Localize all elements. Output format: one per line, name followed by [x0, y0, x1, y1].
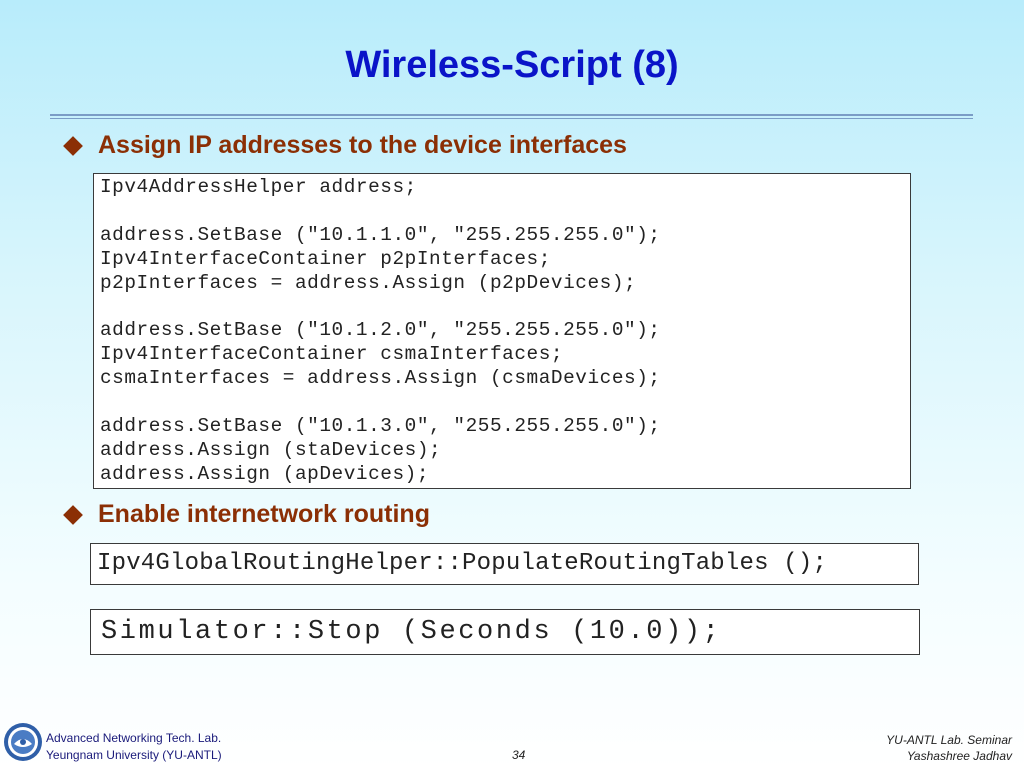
code-line: Ipv4AddressHelper address; — [100, 176, 417, 198]
bullet-assign-ip: Assign IP addresses to the device interf… — [62, 131, 627, 160]
code-line: address.SetBase ("10.1.1.0", "255.255.25… — [100, 223, 661, 246]
title-divider-thin — [50, 118, 973, 119]
code-line: ​ — [100, 296, 910, 320]
page-number: 34 — [512, 748, 526, 762]
footer-seminar: YU-ANTL Lab. Seminar — [886, 733, 1012, 747]
diamond-bullet-icon — [63, 504, 83, 525]
code-line: csmaInterfaces = address.Assign (csmaDev… — [100, 367, 661, 390]
code-block-simulator-stop: Simulator::Stop (Seconds (10.0)); — [90, 609, 920, 655]
code-line: p2pInterfaces = address.Assign (p2pDevic… — [100, 271, 637, 294]
code-line: ​ — [100, 391, 910, 415]
code-line: address.SetBase ("10.1.2.0", "255.255.25… — [100, 319, 661, 342]
footer-author: Yashashree Jadhav — [906, 749, 1012, 763]
code-line: Ipv4GlobalRoutingHelper::PopulateRouting… — [97, 550, 828, 577]
code-line: ​ — [100, 200, 910, 224]
bullet-text: Enable internetwork routing — [98, 500, 430, 528]
footer-university: Yeungnam University (YU-ANTL) — [46, 748, 222, 762]
code-block-routing: Ipv4GlobalRoutingHelper::PopulateRouting… — [90, 543, 919, 585]
diamond-bullet-icon — [63, 135, 83, 156]
code-line: address.SetBase ("10.1.3.0", "255.255.25… — [100, 415, 661, 438]
university-seal-icon — [4, 723, 42, 761]
footer-lab-name: Advanced Networking Tech. Lab. — [46, 731, 222, 745]
code-line: address.Assign (staDevices); — [100, 438, 442, 461]
bullet-text: Assign IP addresses to the device interf… — [98, 131, 627, 159]
bullet-enable-routing: Enable internetwork routing — [62, 500, 430, 529]
code-line: Simulator::Stop (Seconds (10.0)); — [101, 617, 722, 647]
slide-title: Wireless-Script (8) — [345, 44, 679, 86]
title-divider — [50, 114, 973, 116]
code-line: address.Assign (apDevices); — [100, 462, 430, 485]
code-line: Ipv4InterfaceContainer p2pInterfaces; — [100, 247, 551, 270]
code-block-assign-ip: Ipv4AddressHelper address; ​ address.Set… — [93, 173, 911, 489]
code-line: Ipv4InterfaceContainer csmaInterfaces; — [100, 343, 564, 366]
